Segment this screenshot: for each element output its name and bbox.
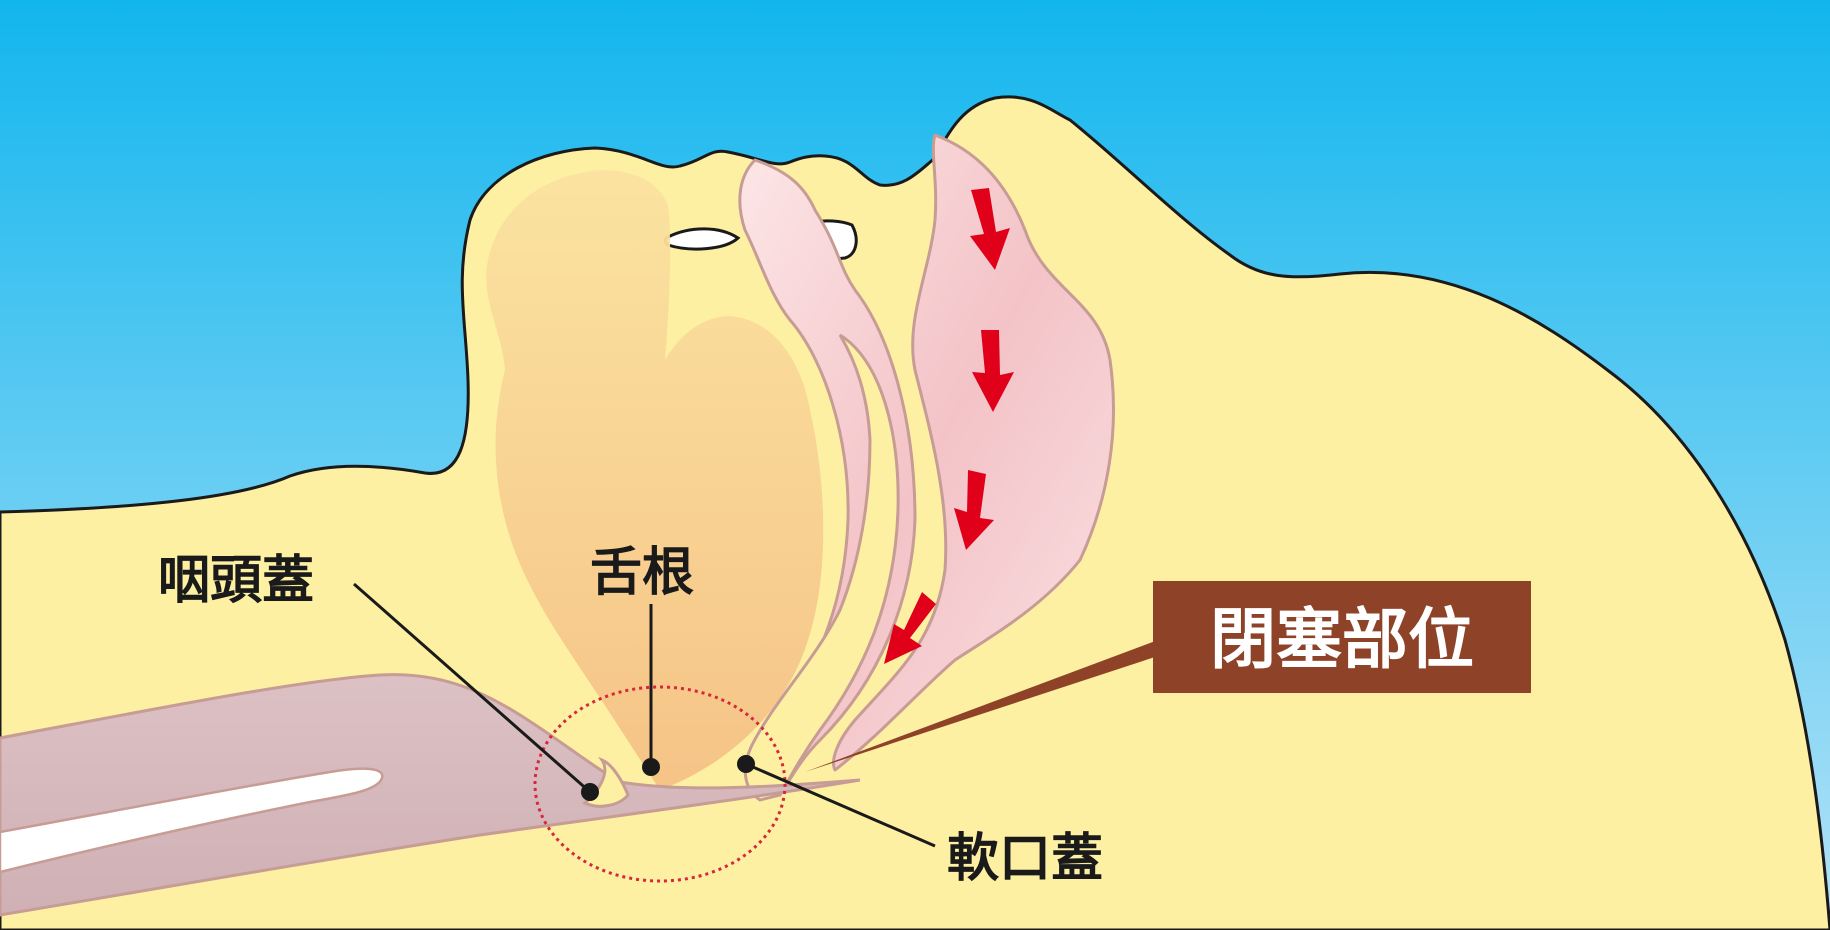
obstruction-circle xyxy=(533,685,787,883)
arrow-2 xyxy=(972,330,1014,412)
leader-epiglottis xyxy=(353,582,591,794)
obstruction-badge xyxy=(1153,581,1531,693)
arrow-1 xyxy=(970,188,1010,270)
label-soft-palate: 軟口蓋 xyxy=(947,829,1103,889)
dot-epiglottis xyxy=(581,783,599,801)
arrow-4 xyxy=(884,592,936,664)
label-epiglottis: 咽頭蓋 xyxy=(158,551,314,611)
dot-soft-palate xyxy=(737,755,755,773)
badge-pointer xyxy=(805,640,1158,772)
trachea-inner-channel xyxy=(0,767,384,874)
arrow-3 xyxy=(954,470,994,550)
label-tongue-base: 舌根 xyxy=(590,543,694,603)
airflow-arrows xyxy=(884,188,1014,664)
dot-tongue-base xyxy=(642,758,660,776)
leader-soft-palate xyxy=(745,762,936,848)
obstruction-badge-label: 閉塞部位 xyxy=(1210,601,1474,678)
soft-palate-fold xyxy=(743,333,900,802)
tongue xyxy=(486,170,824,790)
trachea xyxy=(0,673,861,917)
